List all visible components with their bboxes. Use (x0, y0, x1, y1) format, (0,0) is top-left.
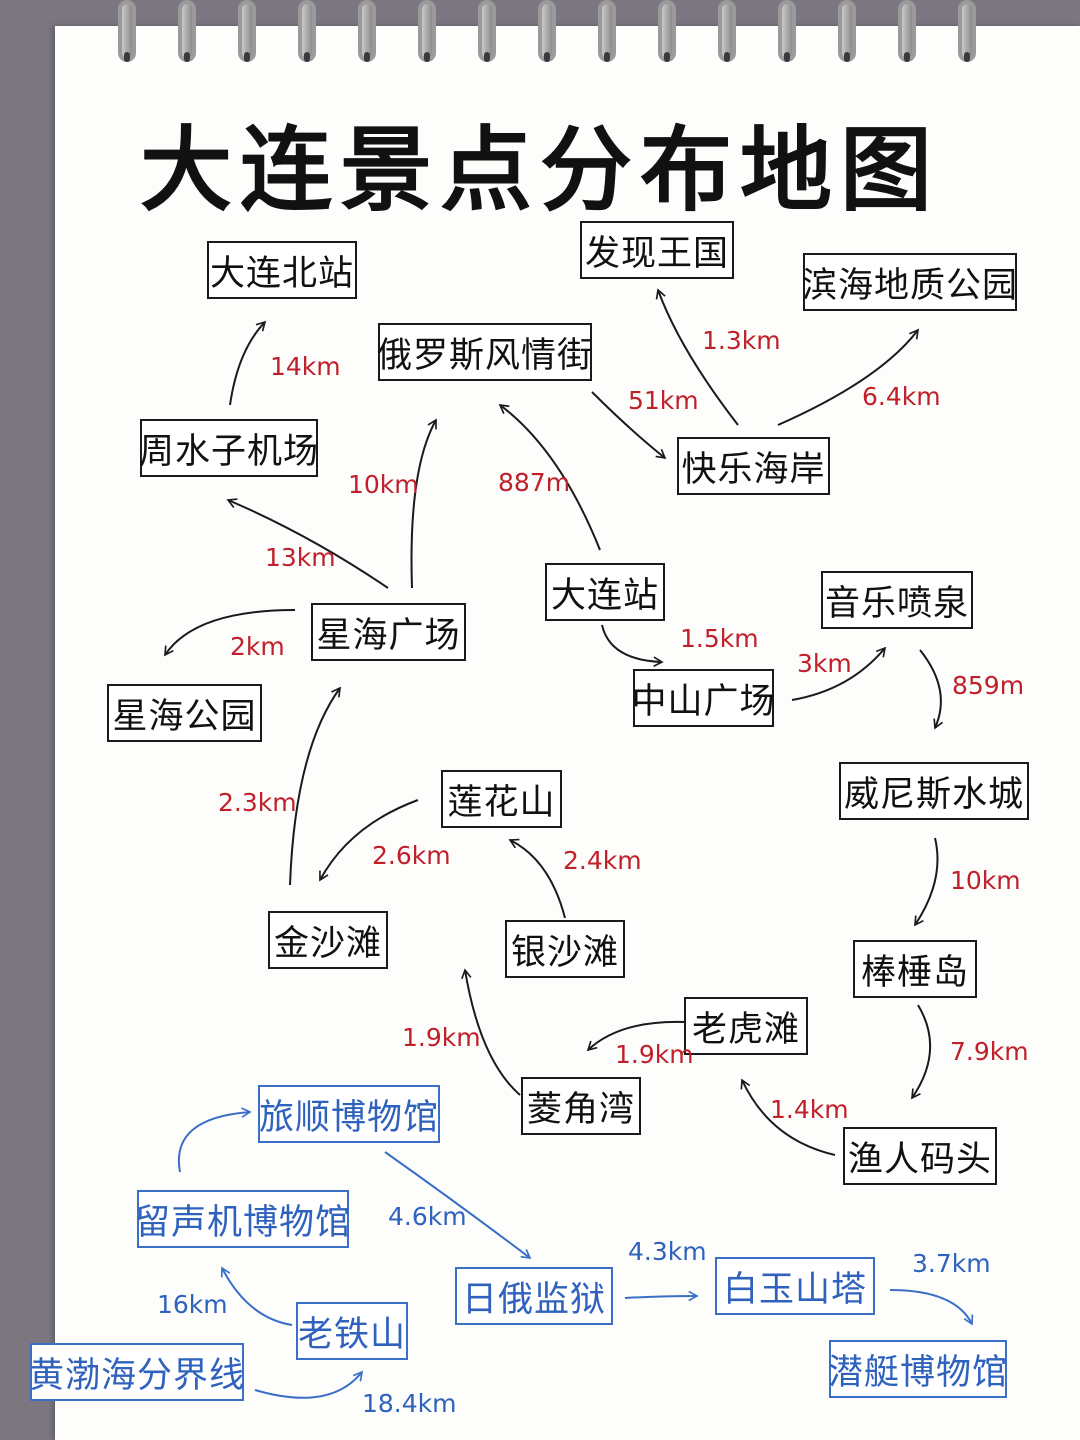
arrow-zhongshan-to-fountain (791, 646, 887, 701)
distance-label: 10km (348, 470, 419, 499)
binding-ring (778, 0, 796, 62)
place-laotie-mountain[interactable]: 老铁山 (296, 1302, 408, 1360)
arrow-bangchui-to-fisherman (911, 1004, 932, 1100)
distance-label: 887m (498, 468, 571, 497)
binding-ring (598, 0, 616, 62)
binding-ring (418, 0, 436, 62)
arrow-gramophone-to-lushun (177, 1107, 252, 1173)
binding-ring (718, 0, 736, 62)
binding-ring (358, 0, 376, 62)
binding-ring (958, 0, 976, 62)
place-coastal-geopark[interactable]: 滨海地质公园 (802, 253, 1017, 311)
arrow-russian-street-to-happy-coast (591, 391, 667, 460)
distance-label: 4.6km (388, 1202, 467, 1231)
place-yinsha-beach[interactable]: 银沙滩 (505, 920, 625, 978)
distance-label: 7.9km (950, 1037, 1029, 1066)
place-bangchui-island[interactable]: 棒棰岛 (853, 940, 977, 998)
binding-ring (298, 0, 316, 62)
distance-label: 18.4km (362, 1389, 457, 1418)
distance-label: 1.4km (770, 1095, 849, 1124)
place-bohai-boundary-line[interactable]: 黄渤海分界线 (29, 1343, 244, 1401)
distance-label: 1.5km (680, 624, 759, 653)
place-submarine-museum[interactable]: 潜艇博物馆 (828, 1340, 1007, 1398)
binding-ring (538, 0, 556, 62)
arrow-station-to-russian-street (498, 403, 601, 551)
arrow-baiyu-to-submarine (889, 1289, 974, 1326)
distance-label: 16km (157, 1290, 228, 1319)
place-xinghai-park[interactable]: 星海公园 (107, 684, 262, 742)
arrow-prison-to-baiyu (624, 1290, 699, 1302)
arrow-lingjiao-to-yinsha (461, 968, 521, 1096)
place-discoveryland[interactable]: 发现王国 (580, 221, 734, 279)
distance-label: 6.4km (862, 382, 941, 411)
place-laohutan[interactable]: 老虎滩 (684, 997, 808, 1055)
distance-label: 859m (952, 671, 1025, 700)
arrow-airport-to-north-station (229, 320, 267, 406)
place-dalian-station[interactable]: 大连站 (545, 563, 665, 621)
arrow-xinghai-square-to-russian-street (410, 418, 437, 589)
place-venice-water-city[interactable]: 威尼斯水城 (839, 762, 1029, 820)
arrow-happy-coast-to-discoveryland (655, 288, 739, 426)
distance-label: 3km (797, 649, 852, 678)
distance-label: 2.4km (563, 846, 642, 875)
binding-ring (478, 0, 496, 62)
place-zhoushuizi-airport[interactable]: 周水子机场 (139, 419, 318, 477)
place-jinsha-beach[interactable]: 金沙滩 (268, 911, 388, 969)
distance-label: 4.3km (628, 1237, 707, 1266)
distance-label: 13km (265, 543, 336, 572)
place-music-fountain[interactable]: 音乐喷泉 (821, 571, 973, 629)
arrow-venice-to-bangchui (914, 837, 939, 927)
distance-label: 2km (230, 632, 285, 661)
place-zhongshan-square[interactable]: 中山广场 (632, 669, 775, 727)
arrow-laohu-to-lingjiao (586, 1020, 686, 1052)
binding-ring (118, 0, 136, 62)
place-xinghai-square[interactable]: 星海广场 (311, 603, 466, 661)
binding-ring (658, 0, 676, 62)
place-russian-street[interactable]: 俄罗斯风情街 (377, 323, 592, 381)
arrow-happy-coast-to-geopark (777, 328, 920, 426)
place-russo-japanese-prison[interactable]: 日俄监狱 (455, 1267, 613, 1325)
distance-label: 3.7km (912, 1249, 991, 1278)
place-lushun-museum[interactable]: 旅顺博物馆 (258, 1085, 440, 1143)
binding-ring (838, 0, 856, 62)
distance-label: 10km (950, 866, 1021, 895)
map-title: 大连景点分布地图 (139, 117, 940, 224)
place-happy-coast[interactable]: 快乐海岸 (677, 437, 830, 495)
arrow-xinghai-square-to-park (164, 609, 296, 657)
place-lingjiao-bay[interactable]: 菱角湾 (521, 1077, 641, 1135)
distance-label: 2.3km (218, 788, 297, 817)
distance-label: 2.6km (372, 841, 451, 870)
distance-label: 1.3km (702, 326, 781, 355)
arrow-station-to-zhongshan (601, 624, 664, 667)
distance-label: 51km (628, 386, 699, 415)
binding-ring (238, 0, 256, 62)
arrow-yinsha-to-lianhua (508, 838, 566, 919)
arrow-laotie-to-gramophone (220, 1266, 293, 1326)
place-dalian-north-station[interactable]: 大连北站 (207, 241, 357, 299)
place-lianhua-mountain[interactable]: 莲花山 (441, 770, 562, 828)
binding-ring (898, 0, 916, 62)
place-gramophone-museum[interactable]: 留声机博物馆 (135, 1190, 350, 1248)
binding-ring (178, 0, 196, 62)
arrow-lushun-to-prison (384, 1151, 532, 1260)
arrow-lianhua-to-jinsha (319, 799, 419, 882)
arrow-bohai-to-laotie (254, 1370, 364, 1399)
place-baiyu-mountain-tower[interactable]: 白玉山塔 (715, 1257, 875, 1315)
place-fisherman-wharf[interactable]: 渔人码头 (843, 1127, 997, 1185)
distance-label: 1.9km (402, 1023, 481, 1052)
arrow-fountain-to-venice (919, 649, 944, 730)
arrow-xinghai-square-to-airport (226, 498, 389, 589)
arrow-fisherman-to-laohu (740, 1078, 836, 1156)
distance-label: 1.9km (615, 1040, 694, 1069)
arrow-jinsha-to-xinghai-square (289, 686, 341, 886)
distance-label: 14km (270, 352, 341, 381)
